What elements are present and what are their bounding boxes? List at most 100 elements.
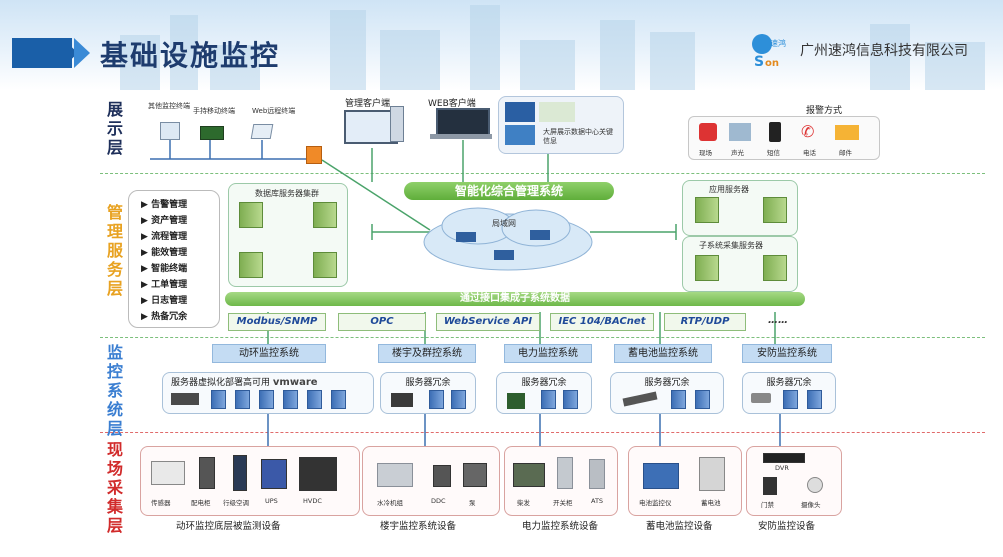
- field-group-caption: 动环监控底层被监测设备: [176, 521, 281, 532]
- device-label: DDC: [431, 497, 446, 505]
- light-sound-icon: [729, 123, 751, 141]
- server-icon: [695, 255, 719, 281]
- server-icon: [307, 390, 322, 409]
- monitoring-system-label: 动环监控系统: [212, 344, 326, 363]
- layer-label-management: 管理服务层: [106, 203, 123, 298]
- storage-device-icon: [171, 393, 199, 405]
- row-ac-icon: [233, 455, 247, 491]
- big-screen-caption: 大屏展示数据中心关键信息: [543, 128, 613, 145]
- device-label: DVR: [775, 464, 789, 472]
- subsys-server-box: 子系统采集服务器: [682, 236, 798, 292]
- server-icon: [239, 202, 263, 228]
- sensor-icon: [151, 461, 185, 485]
- mgmt-item: ▶ 工单管理: [141, 280, 188, 290]
- device-label: ATS: [591, 497, 604, 505]
- email-icon: [835, 125, 859, 140]
- monitoring-box-title: 服务器冗余: [766, 378, 812, 388]
- power-meter-icon: [507, 393, 525, 409]
- device-label: HVDC: [303, 497, 322, 505]
- server-icon: [763, 255, 787, 281]
- server-icon: [695, 197, 719, 223]
- company-name: 广州速鸿信息科技有限公司: [800, 43, 968, 59]
- monitoring-server-box: 服务器冗余: [380, 372, 476, 414]
- server-icon: [283, 390, 298, 409]
- layer-separator: [100, 337, 985, 338]
- dome-camera-icon: [807, 477, 823, 493]
- laptop-terminal-icon: [250, 124, 274, 139]
- layer-separator: [100, 432, 985, 433]
- page-title: 基础设施监控: [100, 39, 281, 72]
- server-icon: [313, 252, 337, 278]
- battery-rack-icon: [699, 457, 725, 491]
- company-logo-icon: S on 速鸿: [752, 34, 786, 70]
- pump-icon: [463, 463, 487, 487]
- integration-bus: 通过接口集成子系统数据: [225, 292, 805, 306]
- mgmt-item: ▶ 资产管理: [141, 216, 188, 226]
- title-chevron-icon: [74, 38, 90, 68]
- device-label: UPS: [265, 497, 278, 505]
- protocol-label: RTP/UDP: [664, 313, 746, 331]
- svg-text:速鸿: 速鸿: [770, 38, 786, 48]
- alarm-method-label: 短信: [767, 149, 780, 157]
- svg-text:S: S: [754, 54, 764, 70]
- chiller-icon: [377, 463, 413, 487]
- db-cluster-box: 数据库服务器集群: [228, 183, 348, 287]
- terminal-label-handheld: 手持移动终端: [193, 107, 235, 115]
- field-device-box: 柴发 开关柜 ATS: [504, 446, 618, 516]
- server-icon: [235, 390, 250, 409]
- server-icon: [239, 252, 263, 278]
- layer-label-display: 展示层: [106, 100, 123, 157]
- monitoring-box-title: 服务器冗余: [405, 378, 451, 388]
- siren-icon: [699, 123, 717, 141]
- laptop-base-icon: [430, 134, 492, 139]
- telephone-icon: ✆: [801, 122, 815, 141]
- device-label: 电池监控仪: [639, 499, 672, 507]
- battery-sensor-icon: [622, 391, 658, 407]
- server-icon: [807, 390, 822, 409]
- server-icon: [259, 390, 274, 409]
- alarm-method-label: 邮件: [839, 149, 852, 157]
- device-label: 柴发: [517, 499, 530, 507]
- alarm-methods-panel: ✆ 现场 声光 短信 电话 邮件: [688, 116, 880, 160]
- protocol-label: Modbus/SNMP: [228, 313, 326, 331]
- svg-text:on: on: [765, 58, 779, 69]
- field-group-caption: 楼宇监控系统设备: [380, 521, 457, 532]
- distribution-cabinet-icon: [199, 457, 215, 489]
- monitoring-box-title: 服务器冗余: [644, 378, 690, 388]
- ups-icon: [261, 459, 287, 489]
- lan-cloud: [423, 207, 593, 271]
- monitoring-server-box: 服务器虚拟化部署高可用 vmware: [162, 372, 374, 414]
- big-screen-panel: 大屏展示数据中心关键信息: [498, 96, 624, 154]
- server-icon: [451, 390, 466, 409]
- server-icon: [313, 202, 337, 228]
- firewall-icon: [306, 146, 322, 164]
- server-icon: [541, 390, 556, 409]
- pc-terminal-icon: [160, 122, 180, 140]
- big-screen-thumb-icon: [505, 125, 535, 145]
- server-icon: [331, 390, 346, 409]
- hvdc-icon: [299, 457, 337, 491]
- layer-label-field: 现场采集层: [106, 440, 123, 535]
- handheld-terminal-icon: [200, 126, 224, 140]
- server-icon: [783, 390, 798, 409]
- mgmt-item: ▶ 日志管理: [141, 296, 188, 306]
- field-device-box: 水冷机组 DDC 泵: [362, 446, 500, 516]
- mgmt-item: ▶ 告警管理: [141, 200, 188, 210]
- mgmt-client-label: 管理客户端: [345, 99, 391, 109]
- protocol-label: IEC 104/BACnet: [550, 313, 654, 331]
- generator-icon: [513, 463, 545, 487]
- mgmt-item: ▶ 能效管理: [141, 248, 188, 258]
- header-background: [0, 0, 1003, 90]
- monitoring-system-label: 楼宇及群控系统: [378, 344, 476, 363]
- device-label: 行级空调: [223, 499, 249, 507]
- device-label: 水冷机组: [377, 499, 403, 507]
- monitoring-server-box: 服务器冗余: [496, 372, 592, 414]
- server-icon: [563, 390, 578, 409]
- field-device-box: DVR 门禁 摄像头: [746, 446, 842, 516]
- dvr-icon: [763, 453, 805, 463]
- monitoring-server-box: 服务器冗余: [610, 372, 724, 414]
- server-icon: [429, 390, 444, 409]
- field-device-box: 电池监控仪 蓄电池: [628, 446, 742, 516]
- layer-separator: [100, 173, 985, 174]
- db-cluster-label: 数据库服务器集群: [255, 189, 319, 198]
